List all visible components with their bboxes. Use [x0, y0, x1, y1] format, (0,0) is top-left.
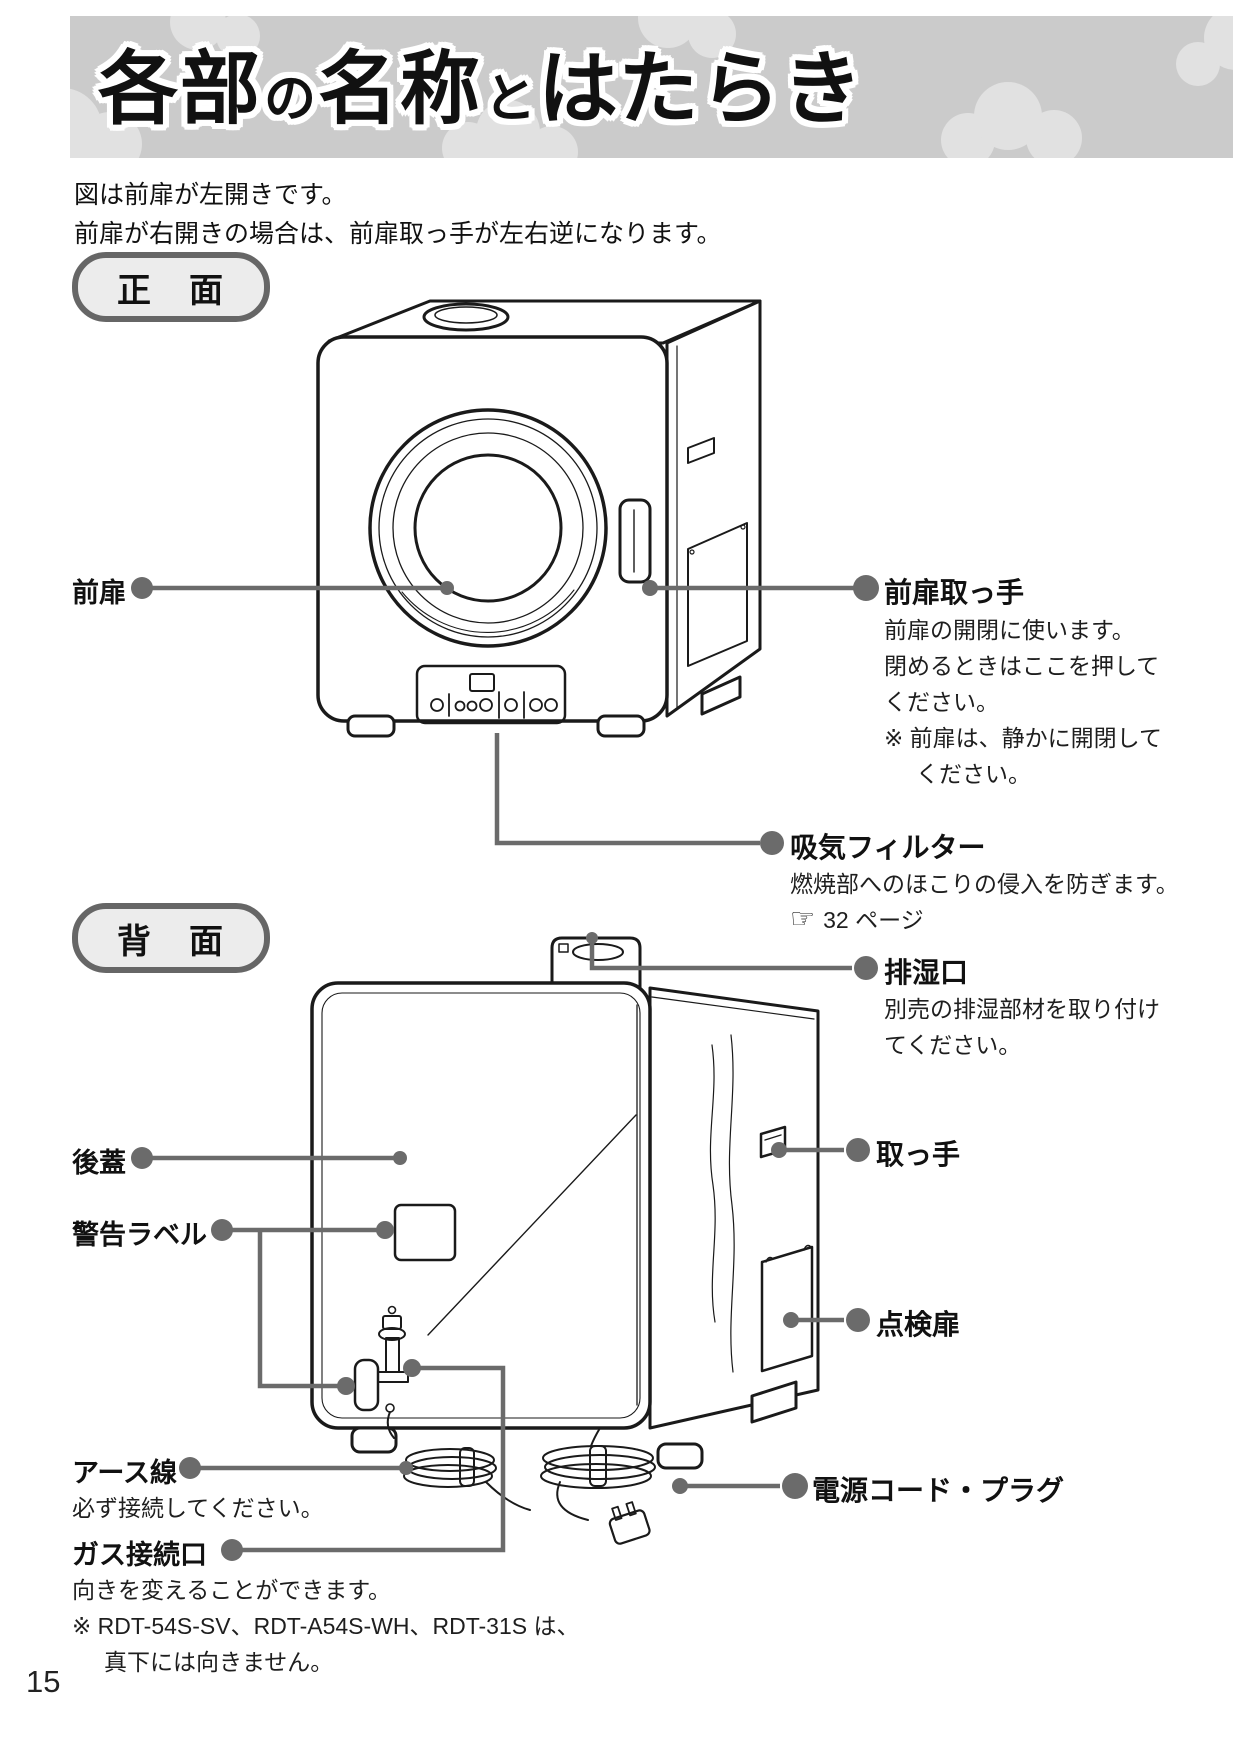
earth-wire-description: 必ず接続してください。 [72, 1490, 324, 1526]
cloud-decoration [70, 16, 1233, 158]
back-view-machine-drawing [310, 936, 820, 1545]
label-front-door: 前扉 [72, 578, 126, 608]
page-ref-text: 32 ページ [823, 907, 924, 933]
intake-filter-description: 燃焼部へのほこりの侵入を防ぎます。 [790, 866, 1179, 902]
back-view-illustration [131, 932, 878, 1561]
desc-note: ください。 [916, 761, 1031, 787]
front-leader-lines [131, 575, 879, 855]
page-title-part: 名称 [318, 44, 483, 134]
desc-note: ※ RDT-54S-SV、RDT-A54S-WH、RDT-31S は、 [72, 1613, 580, 1639]
label-front-door-handle: 前扉取っ手 [884, 577, 1025, 608]
desc-note: 真下には向きません。 [104, 1649, 334, 1675]
front-section-badge-label: 正 面 [117, 271, 225, 310]
page-title-part: はたらき [538, 44, 865, 134]
front-view-illustration [131, 299, 879, 855]
label-warning-label: 警告ラベル [72, 1220, 207, 1250]
desc-line: てください。 [884, 1032, 1022, 1058]
label-gas-inlet: ガス接続口 [72, 1540, 207, 1570]
label-inspection-door: 点検扉 [876, 1309, 961, 1340]
page-title-part: の [264, 70, 317, 129]
intro-line-1: 図は前扉が左開きです。 [74, 181, 347, 209]
desc-note: ※ 前扉は、静かに開閉して [884, 725, 1162, 751]
back-leader-lines [131, 932, 878, 1561]
page-title-banner: 各部 の 名称 と はたらき [70, 16, 1233, 158]
front-view-machine-drawing [316, 299, 762, 738]
page-title: 各部 の 名称 と はたらき [98, 24, 864, 140]
pointing-hand-icon: ☞ [790, 903, 816, 934]
desc-line: 別売の排湿部材を取り付け [884, 996, 1160, 1022]
label-intake-filter: 吸気フィルター [790, 832, 986, 863]
label-back-cover: 後蓋 [72, 1148, 126, 1178]
page-title-part: と [484, 70, 537, 129]
label-back-handle: 取っ手 [876, 1139, 961, 1170]
intro-text: 図は前扉が左開きです。 前扉が右開きの場合は、前扉取っ手が左右逆になります。 [74, 176, 722, 254]
front-section-badge: 正 面 [72, 252, 270, 322]
intake-filter-page-reference: ☞ 32 ページ [790, 901, 924, 935]
vent-description: 別売の排湿部材を取り付け てください。 [884, 991, 1160, 1063]
label-earth-wire: アース線 [72, 1458, 178, 1488]
desc-line: 向きを変えることができます。 [72, 1577, 392, 1603]
page-number: 15 [26, 1664, 61, 1699]
desc-line: 前扉の開閉に使います。 [884, 617, 1135, 643]
label-power-cord: 電源コード・プラグ [812, 1475, 1065, 1506]
front-door-handle-description: 前扉の開閉に使います。 閉めるときはここを押して ください。 ※ 前扉は、静かに… [884, 612, 1162, 792]
gas-inlet-description: 向きを変えることができます。 ※ RDT-54S-SV、RDT-A54S-WH、… [72, 1572, 579, 1680]
back-section-badge-label: 背 面 [117, 922, 225, 961]
desc-line: 必ず接続してください。 [72, 1495, 324, 1521]
desc-line: 燃焼部へのほこりの侵入を防ぎます。 [790, 871, 1179, 897]
label-vent: 排湿口 [884, 957, 969, 988]
page-title-part: 各部 [98, 44, 262, 134]
desc-line: 閉めるときはここを押して [884, 653, 1160, 679]
intro-line-2: 前扉が右開きの場合は、前扉取っ手が左右逆になります。 [74, 220, 722, 248]
desc-line: ください。 [884, 689, 999, 715]
back-section-badge: 背 面 [72, 903, 270, 973]
